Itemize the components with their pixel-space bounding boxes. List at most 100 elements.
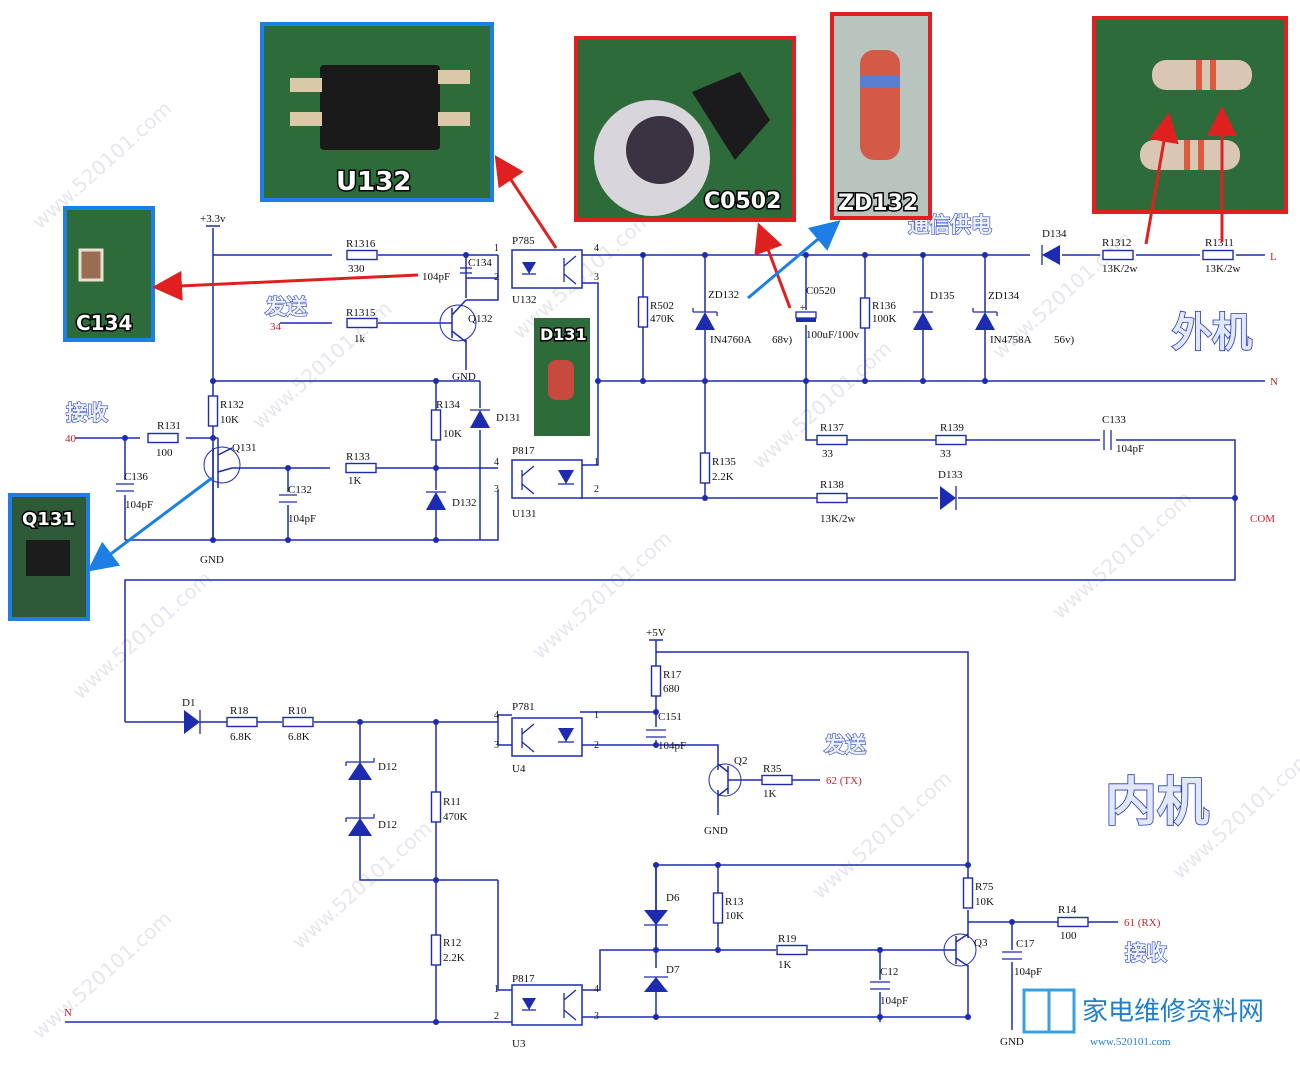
resistor-r132	[207, 395, 219, 427]
svg-text:3: 3	[594, 1011, 599, 1022]
svg-text:6.8K: 6.8K	[288, 731, 310, 743]
svg-text:C132: C132	[288, 484, 312, 496]
svg-text:D1: D1	[182, 697, 195, 709]
svg-text:10K: 10K	[975, 896, 994, 908]
watermark-text: www.520101.com	[27, 906, 176, 1044]
resistor-r134	[430, 409, 442, 441]
svg-text:R132: R132	[220, 399, 244, 411]
photo-zd132: ZD132	[830, 12, 932, 220]
diode-d133	[940, 486, 956, 510]
svg-text:R75: R75	[975, 881, 994, 893]
logo-cn: 家电维修资料网	[1082, 997, 1264, 1026]
svg-text:33: 33	[822, 448, 834, 460]
indoor-wiring	[65, 640, 1118, 1030]
optocoupler-u3	[511, 984, 583, 1026]
svg-text:104pF: 104pF	[880, 995, 908, 1007]
note-recv-bottom: 接收	[1125, 941, 1167, 965]
svg-text:100uF/100v: 100uF/100v	[806, 329, 860, 341]
p785-ref: P785	[512, 235, 535, 247]
svg-text:3: 3	[494, 484, 499, 495]
svg-text:P781: P781	[512, 701, 535, 713]
pin-62-tx: 62 (TX)	[826, 775, 862, 787]
resistor-r1315	[346, 317, 378, 329]
watermark-text: www.520101.com	[527, 526, 676, 664]
svg-text:2: 2	[494, 1011, 499, 1022]
svg-text:R138: R138	[820, 479, 844, 491]
resistor-r14	[1057, 916, 1089, 928]
svg-text:D134: D134	[1042, 228, 1067, 240]
svg-text:ZD134: ZD134	[988, 290, 1020, 302]
pin-40: 40	[65, 433, 77, 445]
outdoor-wiring	[75, 228, 1265, 722]
r1315-ref: R1315	[346, 307, 376, 319]
svg-text:C151: C151	[658, 711, 682, 723]
svg-text:2: 2	[494, 272, 499, 283]
svg-text:10K: 10K	[220, 414, 239, 426]
resistor-r1312	[1102, 249, 1134, 261]
svg-text:10K: 10K	[725, 910, 744, 922]
svg-text:P817: P817	[512, 973, 535, 985]
svg-text:4: 4	[594, 984, 599, 995]
resistor-r1311	[1202, 249, 1234, 261]
pin-34: 34	[270, 321, 282, 333]
logo-url: www.520101.com	[1090, 1036, 1171, 1048]
svg-text:2.2K: 2.2K	[712, 471, 734, 483]
svg-text:R134: R134	[436, 399, 460, 411]
svg-text:R139: R139	[940, 422, 964, 434]
svg-text:C133: C133	[1102, 414, 1126, 426]
r1316-ref: R1316	[346, 238, 376, 250]
svg-text:33: 33	[940, 448, 952, 460]
svg-text:C136: C136	[124, 471, 148, 483]
svg-text:Q131: Q131	[232, 442, 256, 454]
svg-text:R502: R502	[650, 300, 674, 312]
svg-text:R17: R17	[663, 669, 682, 681]
svg-text:1: 1	[494, 984, 499, 995]
svg-text:Q2: Q2	[734, 755, 747, 767]
svg-text:100: 100	[156, 447, 173, 459]
svg-text:R35: R35	[763, 763, 782, 775]
svg-text:1K: 1K	[778, 959, 792, 971]
resistor-r139	[935, 434, 967, 446]
u132-ref: U132	[512, 294, 536, 306]
resistor-r135	[699, 452, 711, 484]
svg-text:D7: D7	[666, 964, 680, 976]
svg-text:104pF: 104pF	[125, 499, 153, 511]
transistor-q131	[203, 438, 241, 488]
svg-text:104pF: 104pF	[1116, 443, 1144, 455]
diode-d132	[426, 492, 446, 510]
svg-text:R133: R133	[346, 451, 370, 463]
svg-text:680: 680	[663, 683, 680, 695]
q132-ref: Q132	[468, 313, 492, 325]
diode-d7	[644, 977, 668, 992]
resistor-r13	[712, 892, 724, 924]
svg-text:D135: D135	[930, 290, 955, 302]
diode-d1	[184, 710, 200, 734]
svg-text:56v): 56v)	[1054, 334, 1075, 346]
photo-u132: U132	[260, 22, 494, 202]
resistor-r10	[282, 716, 314, 728]
svg-text:R10: R10	[288, 705, 307, 717]
pin-61-rx: 61 (RX)	[1124, 917, 1161, 929]
svg-text:U131: U131	[512, 508, 536, 520]
capacitor-c0520: +	[795, 303, 817, 322]
indoor-components: D1 R18 6.8K R10 6.8K D12 D12 R11 470K R1…	[64, 627, 1161, 1050]
transistor-q2	[708, 763, 742, 797]
terminal-n-bottom: N	[64, 1007, 72, 1019]
svg-text:2: 2	[594, 484, 599, 495]
terminal-l: L	[1270, 251, 1277, 263]
gnd-label: GND	[452, 371, 476, 383]
resistor-r133	[345, 462, 377, 474]
zener-d12b	[348, 818, 372, 836]
svg-text:D6: D6	[666, 892, 680, 904]
svg-text:U3: U3	[512, 1038, 526, 1050]
svg-text:R13: R13	[725, 896, 744, 908]
svg-text:Q3: Q3	[974, 937, 988, 949]
svg-text:GND: GND	[1000, 1036, 1024, 1048]
photo-zd132-label: ZD132	[838, 191, 918, 216]
photo-q131: Q131	[8, 493, 90, 621]
resistor-r131	[147, 432, 179, 444]
svg-text:3: 3	[494, 740, 499, 751]
svg-text:1K: 1K	[348, 475, 362, 487]
svg-text:6.8K: 6.8K	[230, 731, 252, 743]
